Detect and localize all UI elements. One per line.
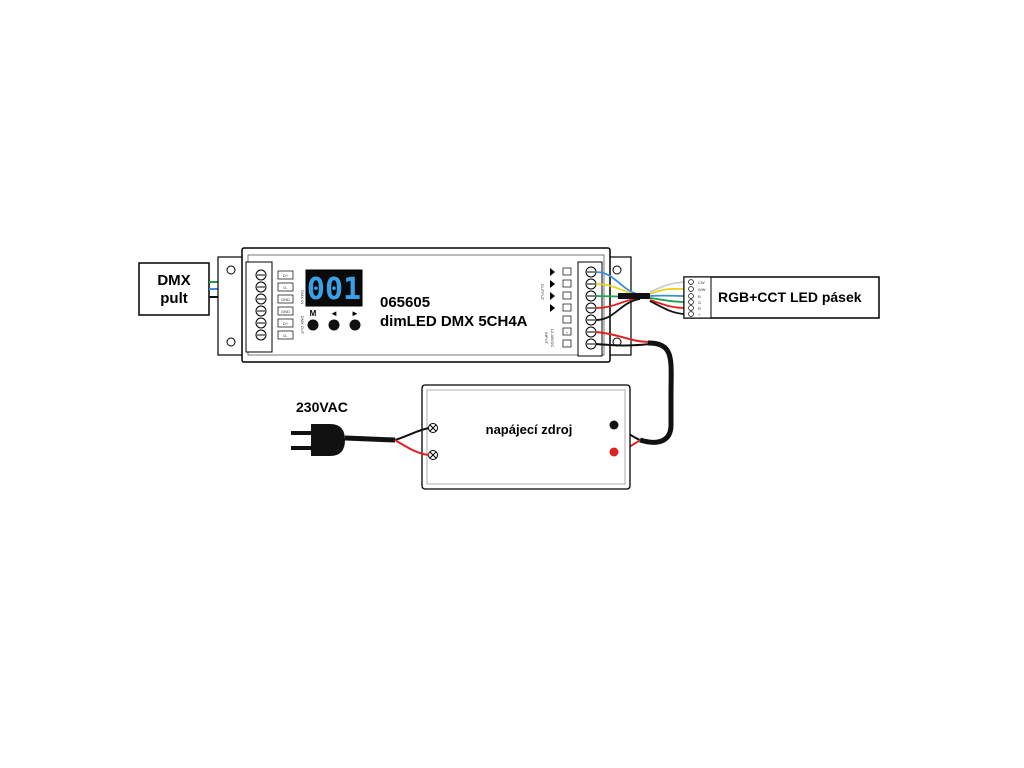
menu-button-label: M — [310, 309, 317, 318]
dc-cable — [639, 340, 674, 445]
dmx-console-label-line1: DMX — [157, 272, 190, 289]
pin-label: D- — [283, 333, 288, 338]
terminal-screw — [585, 278, 597, 290]
dmx-terminal-block — [245, 261, 273, 353]
wire-r — [595, 298, 641, 321]
terminal-screw — [255, 281, 267, 293]
strip-wire-ww — [649, 288, 685, 295]
strip-pin-ww: WW — [698, 287, 706, 292]
power-supply-label: napájecí zdroj — [486, 422, 573, 437]
input-plus-label: + — [566, 330, 569, 335]
dc-wire-black-short — [595, 343, 651, 347]
strip-wire-r — [649, 299, 685, 309]
power-supply: napájecí zdroj — [421, 384, 631, 490]
plug-pin — [291, 431, 313, 435]
terminal-screw — [255, 293, 267, 305]
terminal-screw — [585, 290, 597, 302]
pin-label: D- — [283, 285, 288, 290]
product-code: 065605 — [380, 294, 430, 311]
pin-label: GND — [281, 297, 290, 302]
dc-output-plus — [609, 447, 619, 457]
led-strip-label: RGB+CCT LED pásek — [718, 289, 862, 305]
terminal-screw — [585, 302, 597, 314]
mounting-hole — [226, 337, 236, 347]
mains-cable — [344, 435, 396, 443]
dmx-console: DMX pult — [138, 262, 210, 316]
mains-wire-n — [394, 439, 430, 456]
address-display: 001 — [305, 269, 363, 307]
output-channel-labels: OUTPUT INPUT 12-48VDC + - — [540, 267, 572, 348]
left-arrow-button[interactable] — [328, 319, 340, 331]
input-label: INPUT — [544, 332, 549, 345]
dc-wire-red-short — [595, 331, 651, 343]
output-terminal-block — [577, 261, 603, 357]
terminal-screw — [255, 317, 267, 329]
left-arrow-label: ◄ — [330, 309, 338, 318]
strip-wire-cw — [649, 281, 685, 293]
right-arrow-label: ► — [351, 309, 359, 318]
dmx-pin-labels: D+ D- GND GND D+ D- DMX IN DMX OUT — [277, 270, 305, 340]
mains-plug: 230VAC — [291, 399, 430, 456]
led-symbol — [550, 268, 555, 312]
strip-wire-g — [649, 297, 685, 303]
mounting-hole — [612, 265, 622, 275]
control-buttons: M ◄ ► — [307, 309, 361, 331]
plug-pin — [291, 446, 313, 450]
dmx-console-label-line2: pult — [160, 290, 188, 307]
dmx-controller: D+ D- GND GND D+ D- DMX IN DMX OUT 001 M… — [217, 247, 632, 363]
strip-wire-plus — [649, 300, 685, 315]
led-strip: CW WW B G R + RGB+CCT LED pásek — [683, 276, 880, 319]
terminal-screw — [255, 329, 267, 341]
pin-label: D+ — [283, 321, 289, 326]
mains-voltage-label: 230VAC — [296, 399, 348, 415]
mains-wire-l — [394, 427, 430, 441]
mounting-hole — [226, 265, 236, 275]
terminal-screw — [585, 326, 597, 338]
dmx-in-label: DMX IN — [300, 290, 305, 304]
dc-output-minus — [609, 420, 619, 430]
pin-label: D+ — [283, 273, 289, 278]
strip-pin-b: B — [698, 294, 701, 299]
terminal-screw — [255, 305, 267, 317]
terminal-screw — [585, 314, 597, 326]
input-minus-label: - — [566, 342, 568, 347]
strip-pin-cw: CW — [698, 280, 705, 285]
output-label: OUTPUT — [540, 284, 545, 301]
pin-label: GND — [281, 309, 290, 314]
input-voltage-label: 12-48VDC — [550, 329, 555, 348]
right-arrow-button[interactable] — [349, 319, 361, 331]
plug-body — [311, 424, 345, 456]
strip-pin-g: G — [698, 300, 701, 305]
dmx-out-label: DMX OUT — [300, 316, 305, 335]
terminal-screw — [585, 338, 597, 350]
strip-pin-plus: + — [698, 312, 701, 317]
led-output-wires — [595, 271, 685, 321]
strip-pin-r: R — [698, 306, 701, 311]
display-value: 001 — [307, 272, 361, 307]
terminal-screw — [255, 269, 267, 281]
terminal-screw — [585, 266, 597, 278]
product-model: dimLED DMX 5CH4A — [380, 313, 528, 330]
menu-button[interactable] — [307, 319, 319, 331]
